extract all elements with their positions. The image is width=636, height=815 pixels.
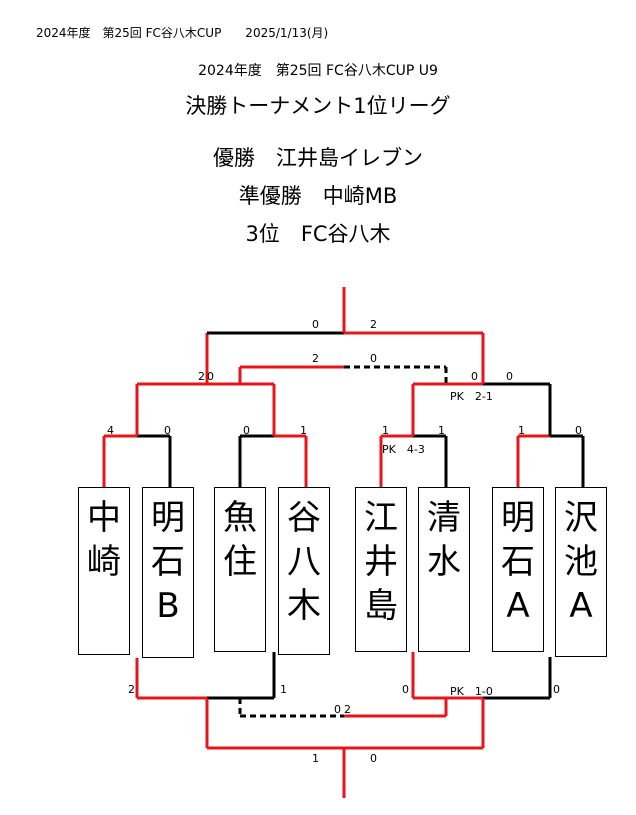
score-r1: 1: [438, 424, 445, 437]
team-name-char: 江: [364, 498, 398, 538]
score-lower: 0: [553, 683, 560, 696]
score-r1: 0: [243, 424, 250, 437]
main-title: 決勝トーナメント1位リーグ: [185, 94, 451, 118]
team-box-nakasaki: 中 崎: [78, 487, 130, 655]
team-box-sawaike-a: 沢 池 A: [555, 487, 607, 657]
team-name-char: 明: [151, 498, 185, 538]
result-runner-up: 準優勝 中崎MB: [0, 180, 636, 210]
score-r1: 1: [382, 424, 389, 437]
pk-result: PK 1-0: [450, 685, 493, 698]
result-label: 優勝: [213, 146, 255, 170]
pk-result: PK 2-1: [450, 390, 493, 403]
score-r1: 1: [518, 424, 525, 437]
result-team: 中崎MB: [322, 184, 398, 208]
team-name-char: 島: [364, 586, 398, 626]
team-name-char: A: [506, 586, 530, 626]
score-third-place: 0: [370, 352, 377, 365]
team-name-char: 八: [287, 542, 321, 582]
score-lower: 0: [402, 683, 409, 696]
result-team: 江井島イレブン: [276, 146, 423, 170]
pk-result: PK 4-3: [382, 443, 425, 456]
result-label: 準優勝: [238, 184, 302, 208]
score-lower-mid: 0: [334, 703, 341, 716]
score-semifinal: 2: [198, 370, 205, 383]
score-final: 2: [370, 318, 377, 331]
score-r1: 1: [300, 424, 307, 437]
team-box-akashi-b: 明 石 B: [142, 487, 194, 658]
score-final: 0: [312, 318, 319, 331]
team-box-eijima: 江 井 島: [355, 487, 407, 652]
team-name-char: 石: [501, 542, 535, 582]
score-r1: 0: [164, 424, 171, 437]
score-semifinal: 0: [207, 370, 214, 383]
team-box-akashi-a: 明 石 A: [492, 487, 544, 652]
score-r1: 4: [107, 424, 114, 437]
team-box-taniyagi: 谷 八 木: [278, 487, 330, 655]
team-name-char: 住: [223, 542, 257, 582]
team-name-char: 沢: [564, 498, 598, 538]
team-box-uozumi: 魚 住: [214, 487, 266, 652]
subtitle: 2024年度 第25回 FC谷八木CUP U9: [198, 63, 438, 79]
team-name-char: 井: [364, 542, 398, 582]
score-semifinal: 0: [471, 370, 478, 383]
result-label: 3位: [245, 222, 280, 246]
score-semifinal: 0: [506, 370, 513, 383]
result-champion: 優勝 江井島イレブン: [0, 142, 636, 172]
team-name-char: 石: [151, 542, 185, 582]
team-name-char: B: [156, 586, 180, 626]
team-name-char: A: [569, 586, 593, 626]
team-name-char: 木: [287, 586, 321, 626]
header-line: 2024年度 第25回 FC谷八木CUP 2025/1/13(月): [36, 26, 329, 40]
team-name-char: 清: [427, 498, 461, 538]
team-name-char: 崎: [87, 542, 121, 582]
team-name-char: 池: [564, 542, 598, 582]
team-name-char: 魚: [223, 498, 257, 538]
team-box-shimizu: 清 水: [418, 487, 470, 652]
team-name-char: 明: [501, 498, 535, 538]
team-name-char: 水: [427, 542, 461, 582]
score-lower-final: 0: [370, 752, 377, 765]
score-third-place: 2: [312, 352, 319, 365]
team-name-char: 谷: [287, 498, 321, 538]
score-lower: 1: [280, 683, 287, 696]
result-team: FC谷八木: [300, 222, 391, 246]
result-third: 3位 FC谷八木: [0, 218, 636, 248]
score-lower-mid: 2: [344, 703, 351, 716]
score-r1: 0: [575, 424, 582, 437]
score-lower: 2: [128, 683, 135, 696]
score-lower-final: 1: [312, 752, 319, 765]
team-name-char: 中: [87, 498, 121, 538]
